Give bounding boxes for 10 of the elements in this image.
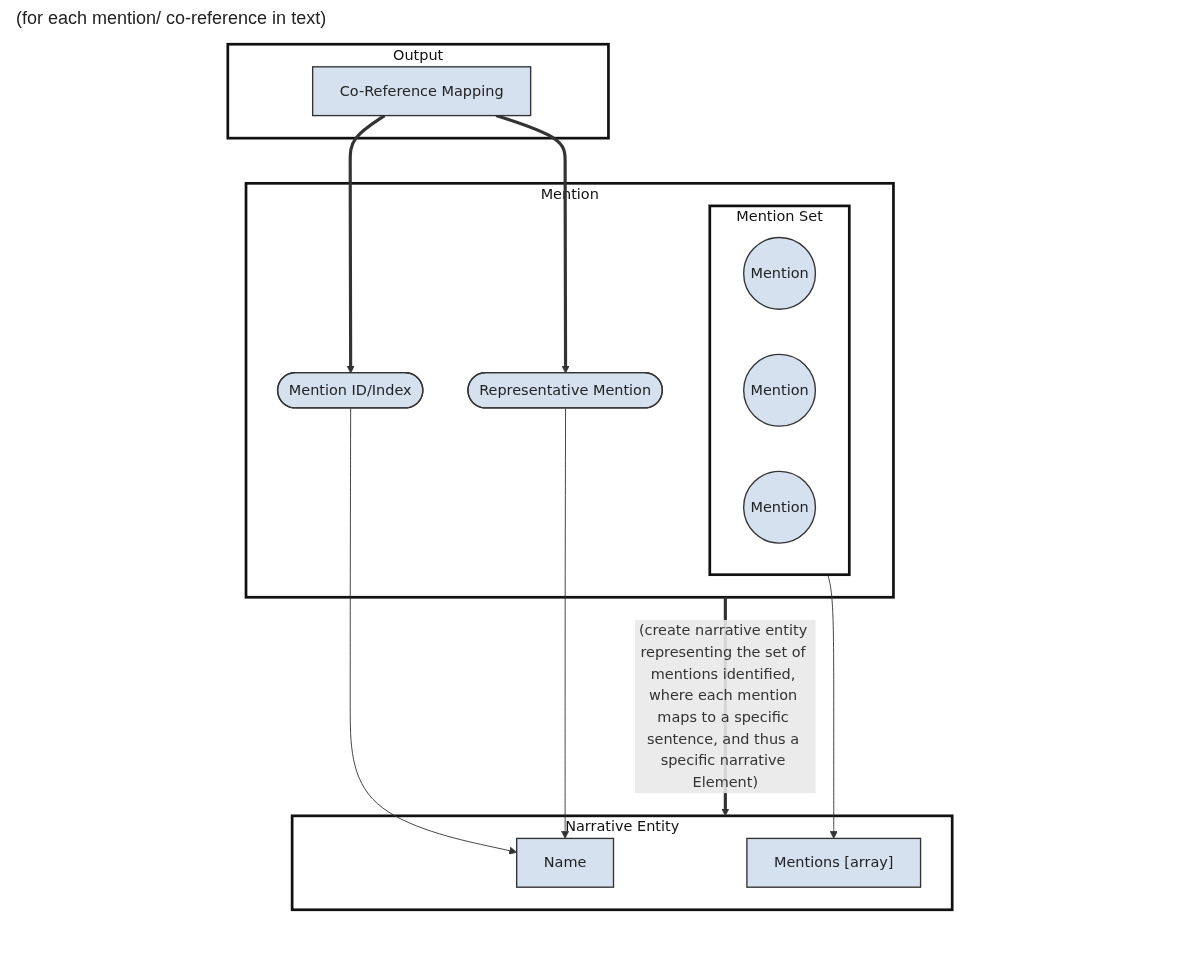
node-box: Mentions [array] (745, 837, 921, 888)
edge-label: (create narrative entity representing the set of mentions identified, where each mention maps to a specific sentence, and thus a specific narrative Element) (638, 621, 807, 791)
arrow (346, 114, 385, 374)
node-circle: Mention (742, 353, 816, 427)
node-box: Co-Reference Mapping (311, 66, 531, 117)
arrow (495, 114, 570, 374)
node-circle: Mention (742, 236, 816, 310)
node-circle: Mention (742, 470, 816, 544)
note-text: (for each mention/ co-reference in text) (16, 8, 328, 29)
node-box: Name (515, 837, 614, 888)
